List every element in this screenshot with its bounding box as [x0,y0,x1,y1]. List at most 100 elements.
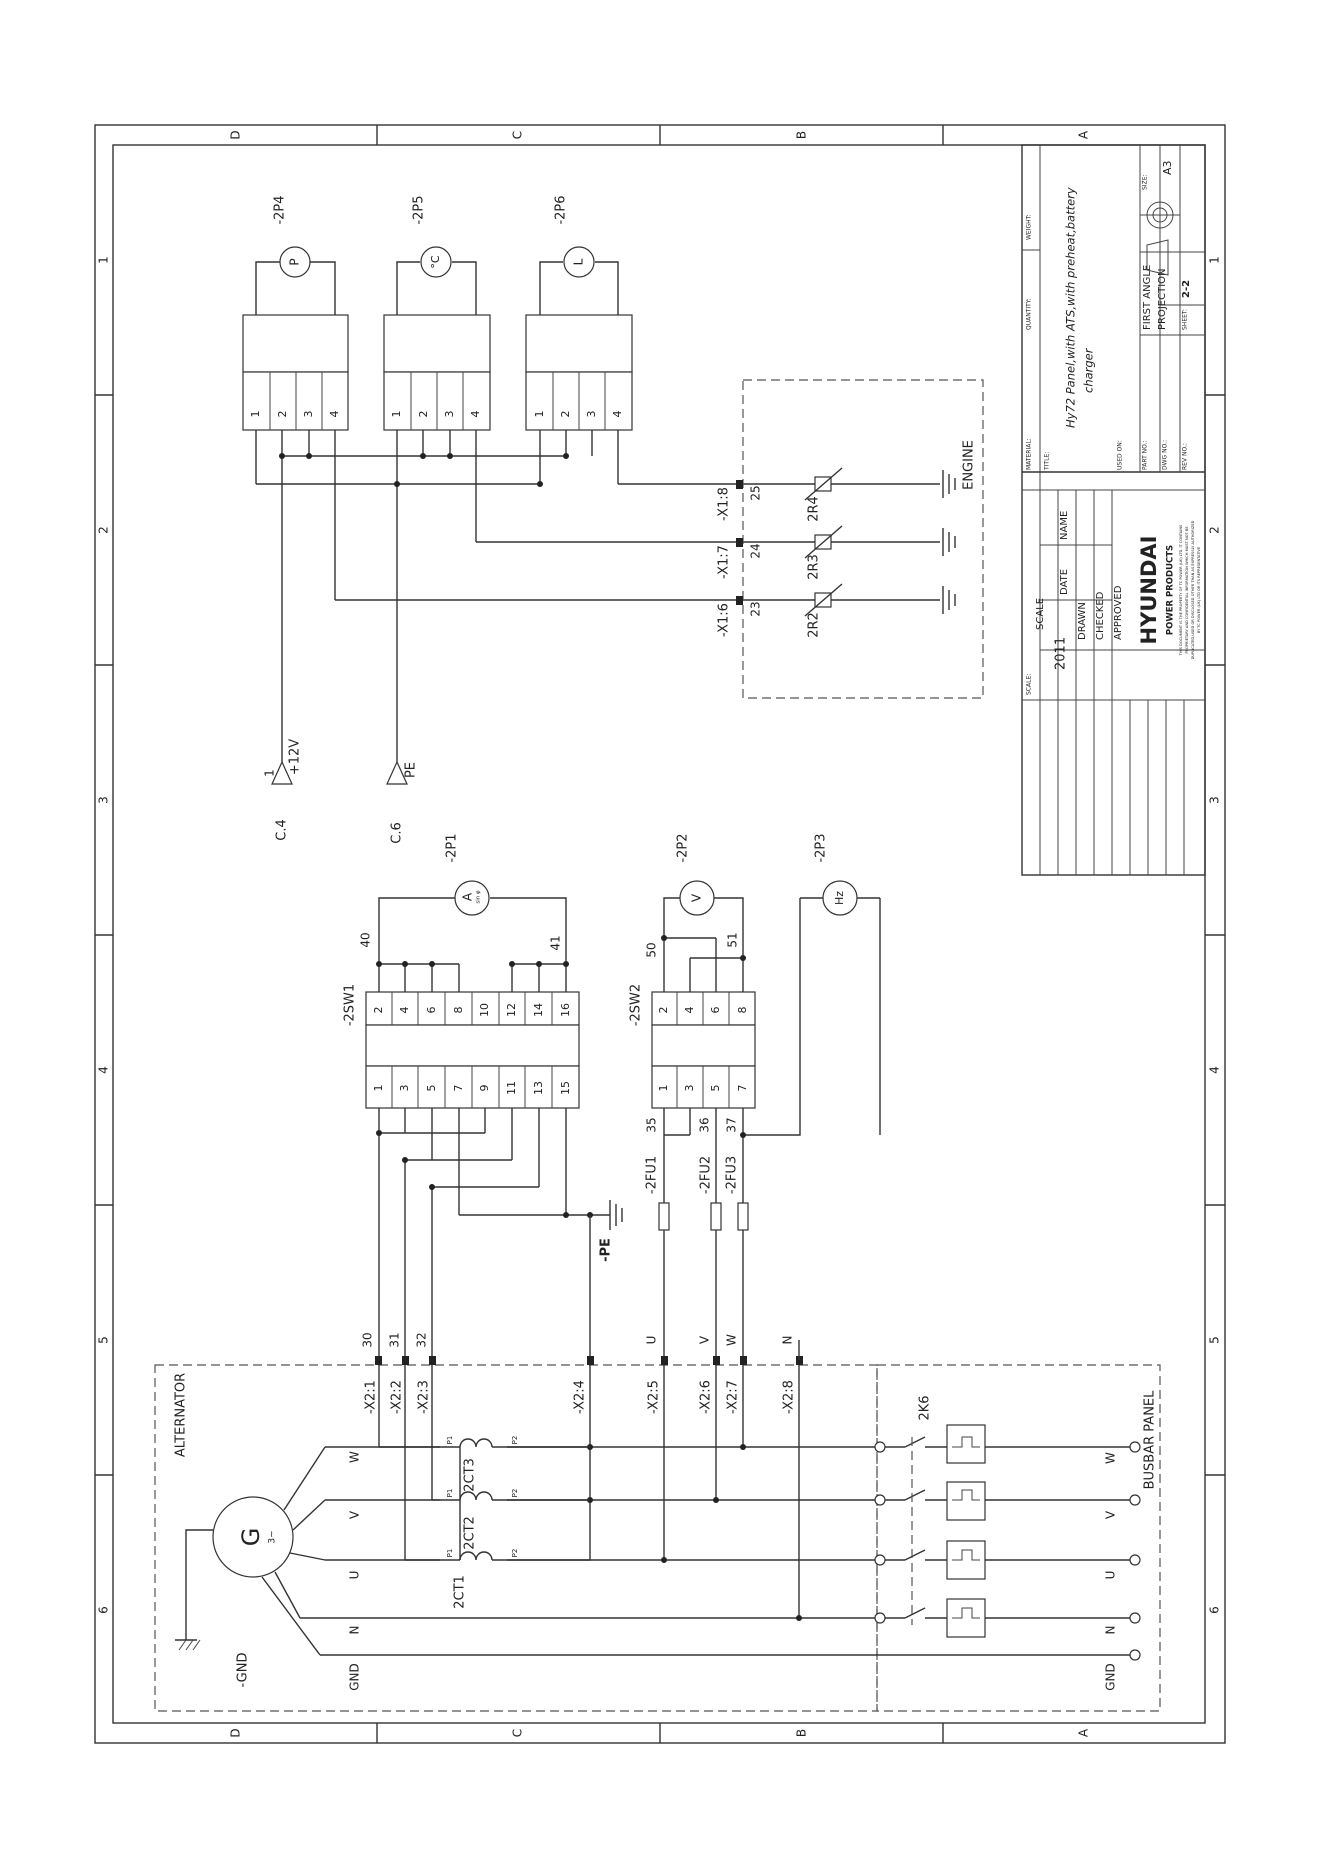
tb-title-line2: charger [1082,347,1096,393]
supply-ref-c4: C.4 [275,819,290,840]
zone-number-right-3: 3 [1208,796,1222,804]
gauge-terminal: 3 [302,411,315,418]
wire-label: 31 [388,1332,402,1347]
zone-number-right-4: 4 [1208,1066,1222,1074]
gauge-fuel-level-symbol: L [572,258,586,265]
zone-letter-bottom-a: A [1077,1728,1091,1737]
wire-label: U [645,1336,659,1345]
engine-label: ENGINE [962,440,977,490]
gauge-terminal: 2 [276,411,289,418]
contactor-tag: 2K6 [918,1395,933,1420]
ct-p2-label: P2 [511,1549,519,1558]
gauge-temperature-tag: -2P5 [412,195,427,224]
tb-approved: APPROVED [1113,585,1124,640]
gauge-terminal: 1 [533,411,546,418]
gauge-terminal: 4 [469,411,482,418]
pe-tag: -PE [599,1238,614,1262]
gauge-terminal: 3 [585,411,598,418]
x2-terminal-tag: -X2:7 [726,1380,741,1414]
wire-label: N [781,1336,795,1345]
meter-ammeter [454,880,490,916]
engine-sensor-tag: 2R4 [807,496,822,522]
sw1-terminal: 2 [372,1007,385,1014]
busbar-label: BUSBAR PANEL [1143,1390,1158,1490]
sw2-terminal: 8 [736,1007,749,1014]
tb-rev-no-label: REV NO.: [1182,443,1189,470]
x2-terminal-tag: -X2:3 [417,1380,432,1414]
zone-number-right-5: 5 [1208,1336,1222,1344]
sw1-terminal: 9 [478,1085,491,1092]
gauge-oil-pressure-symbol: P [288,258,302,265]
zone-number-right-2: 2 [1208,526,1222,534]
tb-size-label: SIZE: [1142,174,1149,190]
gauge-terminal: 1 [249,411,262,418]
zone-letter-top-c: C [511,131,525,139]
gauge-temperature [420,246,452,278]
meter-ammeter-symbol: A [461,892,475,901]
gauge-terminal: 2 [417,411,430,418]
supply-ref-c6: C.6 [390,822,405,843]
title-block [1021,144,1206,876]
engine-sensor-tag: 2R3 [807,554,822,580]
zone-number-left-1: 1 [97,256,111,264]
fuse-tag: -2FU2 [699,1156,714,1194]
sw1-terminal: 7 [452,1085,465,1092]
supply-label-pe: PE [404,762,419,778]
zone-number-left-5: 5 [97,1336,111,1344]
sw2-terminal: 1 [657,1085,670,1092]
busbar-phase-label: N [1104,1626,1118,1635]
x2-terminal-tag: -X2:6 [699,1380,714,1414]
gauge-temperature-symbol: °C [429,255,442,269]
tb-title-label: TITLE: [1044,452,1051,471]
tb-size-value: A3 [1161,160,1174,175]
busbar-phase-label: W [1104,1452,1118,1464]
x2-terminal-tag: -X2:5 [647,1380,662,1414]
tb-brand-logo: HYUNDAI [1137,536,1161,645]
tb-projection-line2: PROJECTION [1157,268,1168,330]
sw2-wire-36: 36 [698,1117,712,1132]
gauge-terminal: 1 [390,411,403,418]
meter-voltmeter [679,880,715,916]
tb-part-no-label: PART NO.: [1142,440,1149,470]
engine-wire-number: 25 [749,485,763,500]
zone-number-left-2: 2 [97,526,111,534]
zone-letter-bottom-c: C [511,1729,525,1737]
wire-label: W [725,1334,739,1346]
generator-sub: 3~ [268,1530,278,1543]
tb-date-header: DATE [1059,569,1070,595]
tb-sheet-value: 2-2 [1181,280,1192,298]
gauge-terminal: 4 [611,411,624,418]
engine-terminal-tag: -X1:6 [717,603,732,637]
generator-symbol: G [237,1528,265,1547]
sw1-wire-41: 41 [549,935,563,950]
tb-used-on-label: USED ON: [1117,440,1124,470]
sw2-wire-51: 51 [726,932,740,947]
sw1-terminal: 16 [559,1003,572,1017]
tb-sheet-label: SHEET: [1182,309,1189,330]
gauge-terminal: 2 [559,411,572,418]
alt-phase-label: N [348,1626,362,1635]
gauge-terminal: 3 [443,411,456,418]
alt-phase-label: GND [348,1663,362,1691]
meter-frequency-symbol: Hz [833,891,846,905]
alt-phase-label: W [348,1451,362,1463]
zone-number-right-6: 6 [1208,1606,1222,1614]
gnd-tag: -GND [236,1653,251,1688]
tb-drawn: DRAWN [1077,602,1088,640]
supply-label-12v: +12V [288,739,303,775]
tb-year: 2011 [1054,637,1069,670]
sw1-terminal: 10 [478,1003,491,1017]
meter-voltmeter-symbol: V [690,893,704,902]
projection-symbol-icon [1140,195,1180,276]
sw2-wire-50: 50 [645,942,659,957]
ct-p1-label: P1 [446,1489,454,1498]
tb-disclaimer-4: BY TC POWER (UK) LTD OR ITS REPRESENTATI… [1197,546,1201,633]
tb-scale-label: SCALE: [1026,674,1033,695]
fuse-tag: -2FU1 [645,1156,660,1194]
ct-label: 2CT1 [453,1575,468,1609]
tb-brand-sub: POWER PRODUCTS [1166,545,1176,635]
tb-scale-header: SCALE [1035,598,1046,630]
ct-label: 2CT3 [463,1458,478,1492]
ct-p1-label: P1 [446,1549,454,1558]
